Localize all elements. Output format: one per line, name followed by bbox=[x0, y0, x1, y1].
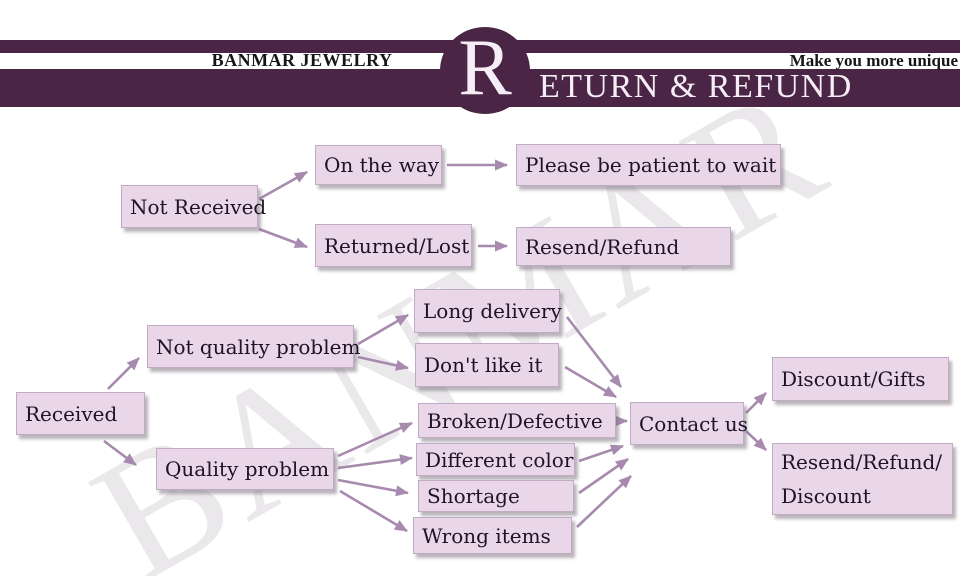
flow-node-label: Contact us bbox=[639, 411, 748, 436]
flow-arrow bbox=[337, 454, 413, 470]
flow-arrow bbox=[258, 227, 308, 249]
flow-node-resend-refund: Resend/Refund bbox=[516, 227, 731, 266]
flow-node-resend-refund-discount: Resend/Refund/Discount bbox=[772, 443, 953, 515]
flow-node-label: On the way bbox=[324, 153, 440, 177]
flow-node-please-be-patient: Please be patient to wait bbox=[516, 144, 781, 186]
flow-node-label: Not quality problem bbox=[156, 334, 361, 359]
flow-node-label: Long delivery bbox=[423, 299, 562, 323]
flow-node-on-the-way: On the way bbox=[315, 145, 442, 185]
flow-node-label: Please be patient to wait bbox=[525, 153, 777, 177]
flow-arrow bbox=[357, 313, 409, 346]
flow-arrow bbox=[258, 170, 308, 201]
brand-tagline: Make you more unique bbox=[789, 51, 958, 70]
flow-arrow bbox=[107, 357, 140, 390]
flow-arrow bbox=[576, 475, 632, 528]
flow-node-long-delivery: Long delivery bbox=[414, 289, 562, 333]
flow-node-label: Resend/Refund bbox=[525, 234, 680, 259]
flow-node-shortage: Shortage bbox=[418, 480, 574, 512]
flow-node-label: Quality problem bbox=[165, 457, 330, 481]
flow-node-dont-like-it: Don't like it bbox=[415, 343, 559, 387]
flow-node-wrong-items: Wrong items bbox=[413, 517, 572, 554]
flow-arrow bbox=[337, 421, 413, 458]
flow-node-label: Discount bbox=[781, 484, 871, 508]
flow-arrow bbox=[565, 316, 623, 388]
flow-node-different-color: Different color bbox=[416, 443, 575, 476]
flow-node-label: Received bbox=[25, 401, 118, 426]
flow-arrow bbox=[578, 457, 629, 495]
flow-node-received: Received bbox=[16, 392, 145, 435]
flow-arrow bbox=[564, 365, 617, 399]
monogram-letter: R bbox=[458, 23, 512, 112]
flow-node-label: Different color bbox=[425, 447, 574, 472]
flow-node-label: Returned/Lost bbox=[324, 233, 470, 258]
flow-arrow bbox=[103, 439, 137, 467]
flow-arrow bbox=[339, 489, 408, 533]
flow-node-label: Discount/Gifts bbox=[781, 367, 926, 391]
flow-node-label: Don't like it bbox=[424, 353, 543, 377]
flow-arrow bbox=[745, 392, 767, 414]
flow-arrow bbox=[745, 430, 767, 451]
flow-node-label: Not Received bbox=[130, 194, 267, 219]
flow-node-quality-problem: Quality problem bbox=[156, 448, 334, 490]
flow-arrow bbox=[337, 478, 409, 497]
flow-node-not-quality-problem: Not quality problem bbox=[147, 325, 361, 368]
flow-node-discount-gifts: Discount/Gifts bbox=[772, 357, 949, 401]
flow-node-not-received: Not Received bbox=[121, 185, 267, 228]
flow-node-broken-defective: Broken/Defective bbox=[418, 403, 616, 438]
flow-node-label: Broken/Defective bbox=[427, 408, 603, 433]
page-title: ETURN & REFUND bbox=[539, 68, 853, 105]
flow-node-returned-lost: Returned/Lost bbox=[315, 224, 472, 267]
monogram-circle: R bbox=[440, 27, 530, 114]
flow-node-contact-us: Contact us bbox=[630, 402, 748, 445]
flow-arrow bbox=[357, 355, 409, 371]
flow-arrow bbox=[578, 444, 624, 463]
brand-name: BANMAR JEWELRY bbox=[211, 50, 393, 70]
flow-node-label: Wrong items bbox=[422, 523, 551, 548]
flow-node-label: Resend/Refund/ bbox=[781, 450, 943, 474]
flow-node-label: Shortage bbox=[427, 484, 520, 508]
